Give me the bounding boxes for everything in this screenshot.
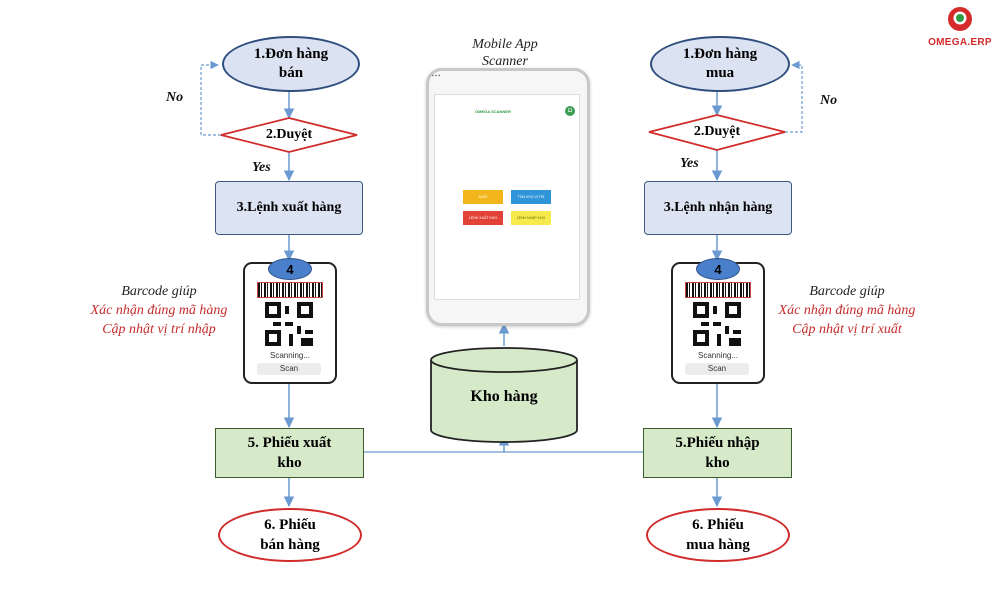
tile-lenh-nhap: LỆNH NHẬP KHO <box>511 211 551 225</box>
phone-caption-line1: Mobile App <box>472 37 538 52</box>
mobile-phone: ▪ ▪ ▪ OMEGA SCANNER Ω XUẤT TỒN KHO VỊ TR… <box>426 68 590 326</box>
tile-ton-kho: TỒN KHO VỊ TRÍ <box>511 190 551 204</box>
arrow-right-no-loop <box>785 60 803 133</box>
warehouse-label: Kho hàng <box>470 388 538 405</box>
approve-right-label: 2.Duyệt <box>693 124 741 139</box>
scan-button-right: Scan <box>685 363 749 375</box>
no-label-left: No <box>166 90 184 105</box>
export-slip-line1: 5. Phiếu xuất <box>247 435 332 451</box>
tile-xuat: XUẤT <box>463 190 503 204</box>
barcode-note-right-line2: Xác nhận đúng mã hàng <box>778 303 916 318</box>
barcode-note-left-title: Barcode giúp <box>121 284 197 299</box>
qr-code-icon <box>265 302 313 346</box>
export-command-node: 3.Lệnh xuất hàng <box>215 181 363 235</box>
arrow-left-no-loop <box>200 60 221 136</box>
receive-command-node: 3.Lệnh nhận hàng <box>644 181 792 235</box>
app-title: OMEGA SCANNER <box>475 109 511 114</box>
receive-command-label: 3.Lệnh nhận hàng <box>663 200 773 215</box>
step-4-badge-right: 4 <box>696 258 740 280</box>
phone-screen: OMEGA SCANNER Ω XUẤT TỒN KHO VỊ TRÍ LỆNH… <box>434 94 580 300</box>
logo-text: OMEGA.ERP <box>928 37 992 48</box>
yes-label-right: Yes <box>680 156 699 171</box>
order-sale-line2: bán <box>278 65 304 81</box>
tile-lenh-xuat: LỆNH XUẤT KHO <box>463 211 503 225</box>
phone-caption: Mobile App Scanner <box>444 36 566 70</box>
sales-doc-node: 6. Phiếu bán hàng <box>218 508 362 562</box>
omega-logo-icon <box>948 7 972 31</box>
omega-erp-logo: OMEGA.ERP <box>924 6 996 48</box>
phone-caption-line2: Scanner <box>482 54 528 69</box>
barcode-note-left-line3: Cập nhật vị trí nhập <box>102 322 216 337</box>
scanning-status-right: Scanning... <box>697 351 739 360</box>
barcode-note-right-line3: Cập nhật vị trí xuất <box>792 322 902 337</box>
decision-diamond-right <box>648 114 786 151</box>
scanner-card-right: 4 Scanning... Scan <box>671 258 765 384</box>
order-purchase-line2: mua <box>705 65 735 81</box>
barcode-note-left-line2: Xác nhận đúng mã hàng <box>90 303 228 318</box>
purchase-doc-line2: mua hàng <box>686 537 750 553</box>
warehouse-cylinder <box>430 347 578 443</box>
decision-diamond-left <box>220 117 358 153</box>
barcode-note-right: Barcode giúp Xác nhận đúng mã hàng Cập n… <box>762 282 932 339</box>
phone-status-bar: ▪ ▪ ▪ <box>432 73 441 79</box>
barcode-icon <box>257 282 323 298</box>
order-sale-node: 1.Đơn hàng bán <box>222 36 360 92</box>
order-sale-line1: 1.Đơn hàng <box>253 46 329 62</box>
import-slip-line1: 5.Phiếu nhập <box>675 435 760 451</box>
import-slip-line2: kho <box>705 455 730 471</box>
qr-code-icon <box>693 302 741 346</box>
purchase-doc-line1: 6. Phiếu <box>692 517 744 533</box>
purchase-doc-node: 6. Phiếu mua hàng <box>646 508 790 562</box>
barcode-note-right-title: Barcode giúp <box>809 284 885 299</box>
scanner-card-left: 4 Scanning... Scan <box>243 258 337 384</box>
approve-left-label: 2.Duyệt <box>265 127 313 142</box>
sales-doc-line2: bán hàng <box>260 537 320 553</box>
scanning-status-left: Scanning... <box>269 351 311 360</box>
step-4-badge-left: 4 <box>268 258 312 280</box>
import-slip-node: 5.Phiếu nhập kho <box>643 428 792 478</box>
app-logo-icon: Ω <box>565 106 575 116</box>
sales-doc-line1: 6. Phiếu <box>264 517 316 533</box>
no-label-right: No <box>820 93 838 108</box>
export-slip-node: 5. Phiếu xuất kho <box>215 428 364 478</box>
order-purchase-node: 1.Đơn hàng mua <box>650 36 790 92</box>
barcode-note-left: Barcode giúp Xác nhận đúng mã hàng Cập n… <box>74 282 244 339</box>
export-slip-line2: kho <box>277 455 302 471</box>
export-command-label: 3.Lệnh xuất hàng <box>236 200 342 215</box>
order-purchase-line1: 1.Đơn hàng <box>682 46 758 62</box>
barcode-icon <box>685 282 751 298</box>
yes-label-left: Yes <box>252 160 271 175</box>
scan-button-left: Scan <box>257 363 321 375</box>
